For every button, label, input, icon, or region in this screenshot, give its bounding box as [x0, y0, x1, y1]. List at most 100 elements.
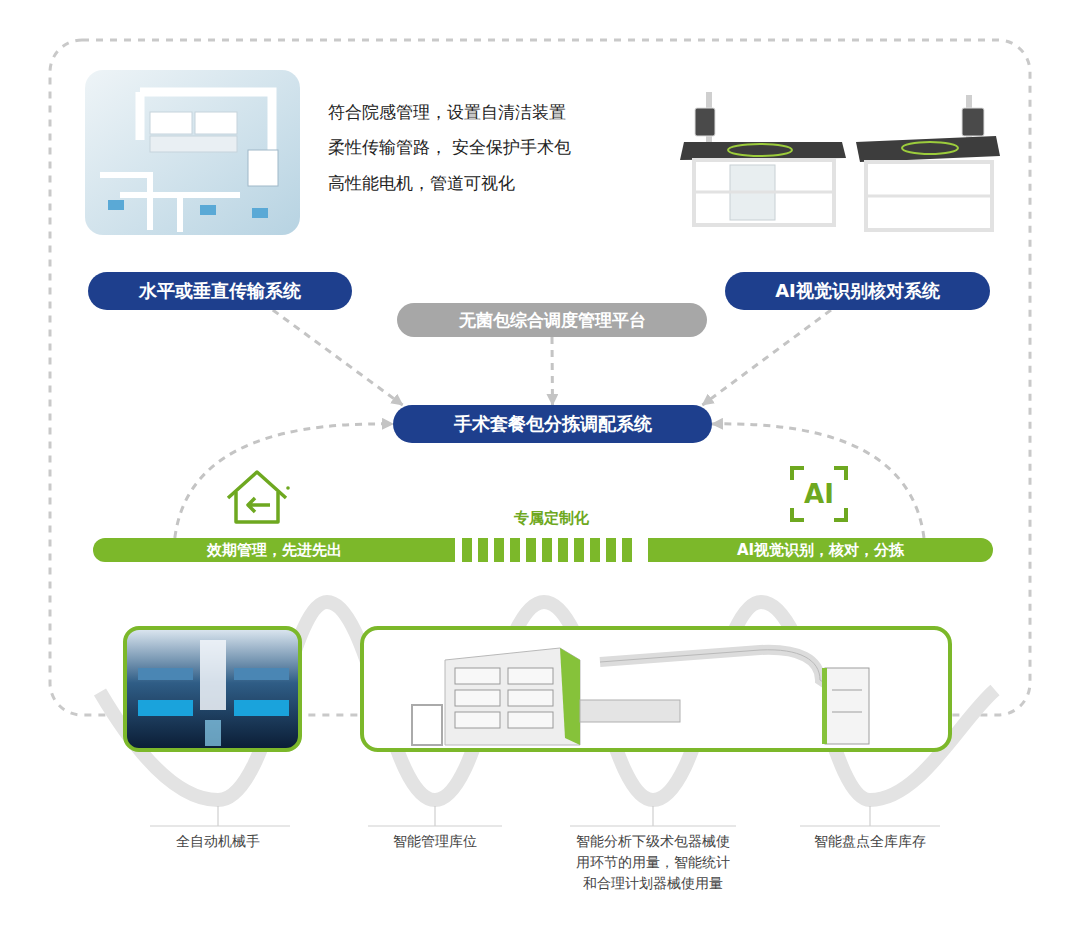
conveyor-belt	[600, 650, 835, 690]
bracket	[834, 468, 846, 480]
core-system-pill: 手术套餐包分拣调配系统	[393, 405, 712, 443]
feature-note: 高性能电机，管道可视化	[328, 172, 515, 195]
node-text: 效期管理，先进先出	[207, 541, 342, 560]
stripe	[526, 538, 536, 562]
dashed-frame	[50, 40, 1030, 715]
conveyor-unit	[150, 136, 237, 152]
table-frame	[866, 162, 992, 230]
dashed-arrow	[175, 424, 393, 538]
feature-band: AI视觉识别，核对，分拣	[648, 538, 993, 562]
storage-bins	[234, 700, 289, 716]
machine-edge	[560, 648, 580, 745]
node-text: AI视觉识别核对系统	[775, 279, 940, 303]
shelf	[508, 712, 553, 728]
bracket	[792, 468, 804, 480]
robot-photo	[125, 628, 300, 750]
custom-stripes	[462, 538, 632, 562]
conveyor-track	[100, 175, 240, 232]
machine-body	[445, 648, 580, 745]
system-pill: AI视觉识别核对系统	[725, 272, 990, 310]
output-cabinet	[825, 668, 869, 744]
wave-line	[100, 602, 995, 800]
tick	[869, 806, 870, 826]
robot-arm	[200, 640, 226, 710]
node-text: 水平或垂直传输系统	[139, 279, 301, 303]
dashed-arrow	[712, 424, 924, 538]
caption: 全自动机械手	[143, 831, 293, 852]
house-dot	[286, 486, 290, 490]
stripe	[462, 538, 472, 562]
caption: 智能盘点全库库存	[795, 831, 945, 852]
conveyor-box	[108, 200, 124, 210]
stripe	[558, 538, 568, 562]
cabinet-edge	[822, 668, 827, 744]
underline	[570, 825, 736, 826]
system-pill: 水平或垂直传输系统	[88, 272, 352, 310]
storage-rack	[234, 668, 289, 680]
conveyor-belt-edge	[600, 650, 835, 690]
node-text: 手术套餐包分拣调配系统	[454, 412, 652, 436]
icon-letters: AI	[799, 481, 839, 507]
stripe	[622, 538, 632, 562]
monitor	[695, 108, 715, 136]
scan-area	[902, 142, 958, 154]
shelf	[508, 668, 553, 684]
storage-bins	[138, 700, 193, 716]
caption: 智能分析下级术包器械使用环节的用量，智能统计和合理计划器械使用量	[573, 831, 733, 894]
caption: 智能管理库位	[360, 831, 510, 852]
feature-note: 柔性传输管路， 安全保护手术包	[328, 136, 571, 159]
bracket	[792, 508, 804, 520]
tick	[434, 806, 435, 826]
stripe	[606, 538, 616, 562]
dashed-arrow	[702, 310, 831, 405]
conveyor-section	[580, 700, 680, 722]
cabinet-shelf	[832, 712, 862, 713]
underline	[368, 825, 502, 826]
tick	[652, 806, 653, 826]
node-text: AI视觉识别，核对，分拣	[737, 541, 904, 560]
stripe	[494, 538, 504, 562]
machine-photo	[362, 628, 950, 750]
feature-note: 符合院感管理，设置自清洁装置	[328, 101, 566, 124]
band-heading: 专属定制化	[481, 509, 621, 528]
tick	[217, 806, 218, 826]
house-arrow	[248, 498, 270, 512]
cabinet-shelf	[832, 690, 862, 691]
monitor	[962, 108, 984, 136]
conveyor-unit	[195, 112, 237, 134]
machine-shelves	[455, 668, 553, 728]
shelf	[455, 668, 500, 684]
table-top	[856, 136, 1000, 162]
stripe	[574, 538, 584, 562]
table-shelf	[694, 191, 834, 194]
stripe	[510, 538, 520, 562]
underline	[150, 825, 290, 826]
conveyor-illustration	[85, 70, 300, 235]
conveyor-box	[200, 205, 216, 215]
underline	[800, 825, 940, 826]
conveyor-unit	[150, 112, 192, 134]
bracket	[834, 508, 846, 520]
table-frame	[694, 160, 834, 225]
stripe	[478, 538, 488, 562]
storage-rack	[138, 668, 193, 680]
table-shelf	[866, 195, 992, 198]
feature-band: 效期管理，先进先出	[93, 538, 455, 562]
vision-table	[856, 95, 1000, 230]
scan-area	[728, 144, 792, 156]
shelf	[508, 690, 553, 706]
vision-table	[680, 92, 846, 225]
stripe	[590, 538, 600, 562]
conveyor-box	[252, 208, 268, 218]
floor-reflection	[205, 720, 221, 746]
conveyor-cabinet	[248, 150, 278, 186]
ai-icon	[792, 468, 846, 520]
house-icon	[228, 472, 290, 522]
house-wall	[236, 492, 278, 522]
dashed-arrow	[551, 337, 555, 405]
table-top	[680, 142, 846, 160]
node-text: 无菌包综合调度管理平台	[459, 309, 646, 332]
stripe	[542, 538, 552, 562]
dashed-arrow	[273, 310, 403, 405]
platform-pill: 无菌包综合调度管理平台	[397, 303, 707, 337]
